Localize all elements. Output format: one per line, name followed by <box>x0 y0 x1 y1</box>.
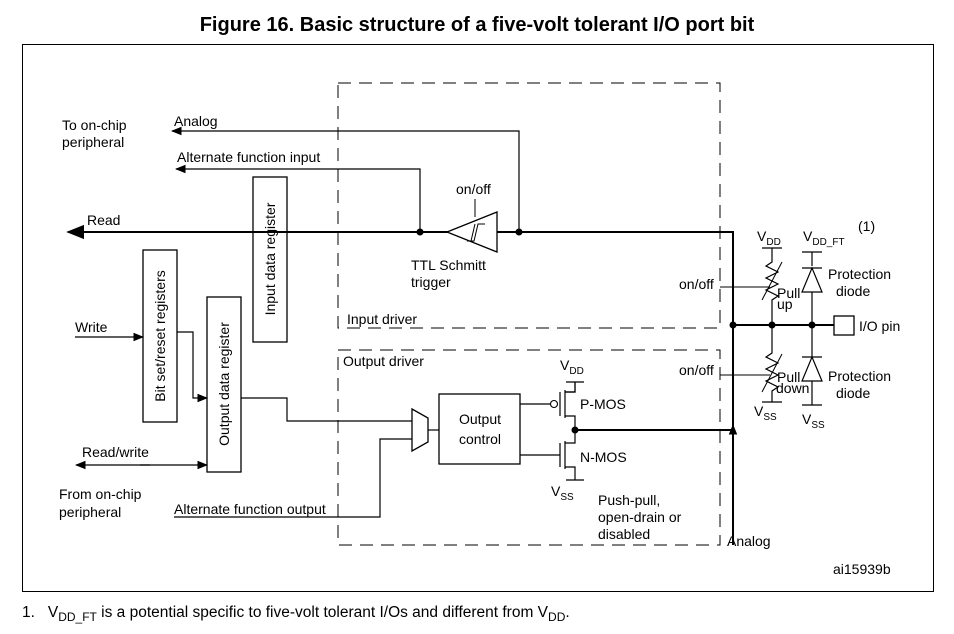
output-control-label-2: control <box>459 431 501 447</box>
alt-func-input-label: Alternate function input <box>177 149 320 165</box>
analog-bottom-label: Analog <box>727 533 771 549</box>
bit-set-reset-label: Bit set/reset registers <box>152 270 168 402</box>
junction-dot-analog <box>515 228 523 236</box>
nmos-terminal-paths <box>565 430 576 480</box>
ttl-schmitt-label-1: TTL Schmitt <box>411 257 486 273</box>
footnote-sub-b: DD <box>548 610 566 625</box>
footnote: 1. VDD_FT is a potential specific to fiv… <box>22 604 570 624</box>
pulldown-switch-diagonal <box>761 353 783 393</box>
pullup-on-off-label: on/off <box>679 276 714 292</box>
vss-diode-label: VSS <box>802 411 825 431</box>
junction-dot-pad-left <box>729 321 737 329</box>
vss-pulldown-label: VSS <box>754 403 777 423</box>
figure-frame <box>22 44 934 592</box>
nmos-label: N-MOS <box>580 449 627 465</box>
read-write-label: Read/write <box>82 444 149 460</box>
input-data-register-label: Input data register <box>262 202 278 315</box>
output-data-register-label: Output data register <box>216 322 232 446</box>
footnote-marker: (1) <box>858 218 875 234</box>
write-label: Write <box>75 319 108 335</box>
pull-up-label-2: up <box>777 296 793 312</box>
vdd-pullup-label: VDD <box>757 228 781 248</box>
output-control-box <box>438 393 521 465</box>
vdd-ft-label: VDD_FT <box>803 228 845 248</box>
odr-to-mux-wire <box>241 397 412 422</box>
protection-diode-top-label-1: Protection <box>828 266 891 282</box>
output-driver-label: Output driver <box>343 353 424 369</box>
footnote-text-b: is a potential specific to five-volt tol… <box>96 604 549 621</box>
pull-down-label-2: down <box>776 380 809 396</box>
schmitt-on-off-label: on/off <box>456 181 491 197</box>
analog-top-label: Analog <box>174 113 218 129</box>
push-pull-label-1: Push-pull, <box>598 492 660 508</box>
protection-diode-top-label-2: diode <box>836 283 870 299</box>
io-pin-box <box>833 315 855 336</box>
alt-func-output-label: Alternate function output <box>174 501 326 517</box>
to-onchip-label-1: To on-chip <box>62 117 127 133</box>
output-data-register-box <box>206 296 242 473</box>
schmitt-hysteresis-icon <box>467 223 485 242</box>
figure-ref-id: ai15939b <box>833 561 891 577</box>
junction-dot-alt-input <box>416 228 424 236</box>
push-pull-label-2: open-drain or <box>598 509 682 525</box>
pad-bus-vertical <box>720 231 734 545</box>
protection-diode-bot-label-1: Protection <box>828 368 891 384</box>
output-control-label-1: Output <box>459 411 501 427</box>
figure-title: Figure 16. Basic structure of a five-vol… <box>199 14 755 36</box>
footnote-text-c: . <box>565 604 570 621</box>
output-driver-box <box>337 349 721 546</box>
schmitt-trigger-symbol <box>445 211 498 253</box>
ttl-schmitt-label-2: trigger <box>411 274 451 290</box>
from-onchip-label-1: From on-chip <box>59 486 142 502</box>
input-driver-box <box>337 82 721 329</box>
bit-set-reset-registers-box <box>142 249 178 423</box>
push-pull-label-3: disabled <box>598 526 650 542</box>
bsr-to-odr-wire <box>177 331 209 403</box>
pull-down-label-1: Pull <box>777 369 800 385</box>
footnote-text-a: V <box>47 604 59 621</box>
output-mux <box>411 407 429 453</box>
pullup-switch-diagonal <box>761 261 783 301</box>
diode-top-symbol <box>801 266 823 293</box>
footnote-number: 1. <box>22 604 35 621</box>
vdd-pmos-label: VDD <box>560 357 584 377</box>
read-label: Read <box>87 212 120 228</box>
input-data-register-box <box>252 176 288 343</box>
io-pin-label: I/O pin <box>859 318 900 334</box>
junction-dot-output <box>571 426 579 434</box>
pull-up-label-1: Pull <box>777 285 800 301</box>
alt-func-input-wire <box>174 164 421 232</box>
pmos-terminal-paths <box>565 382 576 430</box>
footnote-sub-a: DD_FT <box>58 610 97 625</box>
input-driver-label: Input driver <box>347 311 417 327</box>
to-onchip-label-2: peripheral <box>62 134 124 150</box>
vss-nmos-label: VSS <box>551 483 574 503</box>
pmos-terminals <box>565 382 576 393</box>
alt-func-output-wire <box>174 438 412 518</box>
protection-diode-bot-label-2: diode <box>836 385 870 401</box>
diode-bot-symbol <box>801 355 823 382</box>
analog-top-wire <box>170 126 520 232</box>
pmos-label: P-MOS <box>580 396 626 412</box>
from-onchip-label-2: peripheral <box>59 504 121 520</box>
pmos-gate-bubble <box>549 399 559 409</box>
pulldown-on-off-label: on/off <box>679 362 714 378</box>
